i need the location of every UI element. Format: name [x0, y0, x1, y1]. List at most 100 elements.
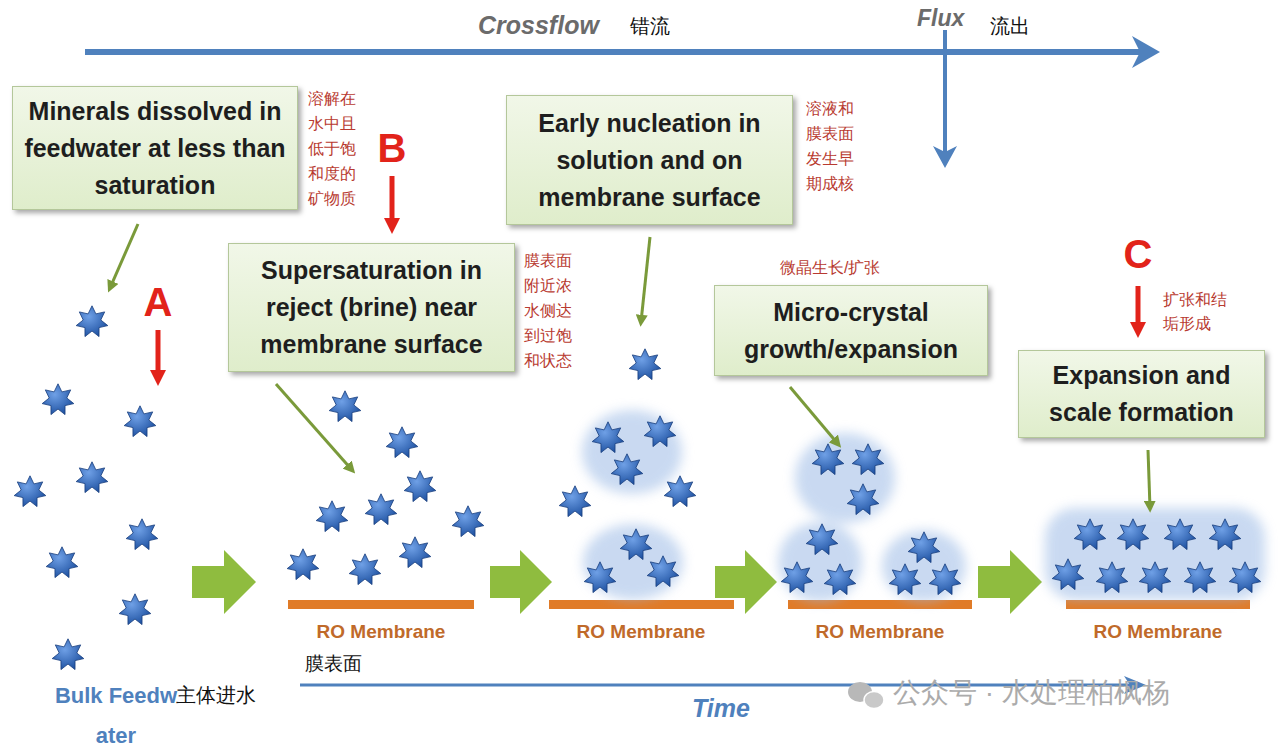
halo — [1045, 508, 1265, 600]
crystal-star — [42, 384, 74, 415]
crystal-star — [452, 506, 484, 537]
membrane-label-cn: 膜表面 — [305, 652, 385, 675]
callout-arrow — [156, 330, 161, 378]
callout-letter: C — [1116, 230, 1160, 278]
box-text: Micro-crystal growth/expansion — [725, 294, 977, 368]
feedwater-label-cn: 主体进水 — [176, 683, 276, 707]
box-text: Expansion and scale formation — [1029, 357, 1254, 431]
membrane-label: RO Membrane — [541, 620, 741, 643]
crystal-star — [781, 562, 813, 593]
box-text: Early nucleation in solution and on memb… — [517, 105, 782, 216]
halo — [582, 410, 682, 494]
crystal-halos — [582, 410, 1265, 602]
crystal-star — [847, 484, 879, 515]
crystal-star — [1184, 562, 1216, 593]
axis-label: Time — [692, 693, 772, 723]
crystal-star — [629, 349, 661, 380]
crystal-star — [399, 537, 431, 568]
crystal-star — [349, 554, 381, 585]
stage-arrow — [978, 550, 1042, 614]
crystal-star — [1229, 562, 1261, 593]
stage-arrow — [490, 550, 552, 614]
crystal-star — [1139, 562, 1171, 593]
process-box: Expansion and scale formation — [1018, 350, 1265, 438]
annotation-cn: 膜表面附近浓水侧达到过饱和状态 — [524, 248, 578, 373]
callout-arrow — [390, 176, 395, 226]
membrane-label: RO Membrane — [1058, 620, 1258, 643]
arrow-shaft — [943, 30, 947, 152]
arrow-head — [1132, 36, 1160, 68]
crystal-star — [889, 564, 921, 595]
crystal-star — [76, 306, 108, 337]
annotation-cn: 微晶生长/扩张 — [780, 258, 930, 277]
annotation-cn: 溶液和膜表面发生早期成核 — [806, 96, 860, 196]
process-box: Micro-crystal growth/expansion — [714, 285, 988, 376]
membranes — [288, 600, 1250, 609]
flow-label-cn: 流出 — [990, 14, 1050, 38]
leader-arrow — [641, 237, 650, 322]
flow-label-cn: 错流 — [630, 14, 690, 38]
crystal-star — [908, 532, 940, 563]
flow-label: Crossflow — [478, 10, 623, 40]
crystal-star — [14, 476, 46, 507]
crystal-star — [812, 444, 844, 475]
crystal-star — [1052, 559, 1084, 590]
box-text: Supersaturation in reject (brine) near m… — [239, 252, 504, 363]
ro-membrane — [549, 600, 734, 609]
box-text: Minerals dissolved in feedwater at less … — [23, 93, 287, 204]
halo — [583, 524, 683, 600]
crystal-star — [119, 594, 151, 625]
arrow-shaft — [85, 49, 1140, 55]
crystal-star — [76, 462, 108, 493]
crystal-star — [664, 476, 696, 507]
crystal-star — [592, 422, 624, 453]
process-box: Early nucleation in solution and on memb… — [506, 95, 793, 225]
crystal-star — [852, 444, 884, 475]
halo — [882, 530, 966, 602]
leader-arrow — [110, 224, 138, 288]
membrane-label: RO Membrane — [281, 620, 481, 643]
crystal-star — [365, 494, 397, 525]
membrane-label: RO Membrane — [780, 620, 980, 643]
leader-arrow — [790, 387, 838, 444]
annotation-cn: 扩张和结垢形成 — [1163, 288, 1233, 336]
crystal-star — [1117, 519, 1149, 550]
leader-arrow — [1148, 450, 1150, 508]
crystal-star — [404, 471, 436, 502]
crystal-star — [287, 549, 319, 580]
crystal-star — [1209, 519, 1241, 550]
crystal-star — [1074, 519, 1106, 550]
crystal-star — [559, 486, 591, 517]
ro-membrane — [288, 600, 474, 609]
crystal-star — [1096, 562, 1128, 593]
crystal-star — [647, 556, 679, 587]
leader-arrow — [276, 384, 352, 470]
crystal-star — [124, 406, 156, 437]
crystal-star — [46, 547, 78, 578]
crystal-star — [52, 639, 84, 670]
arrow-head — [933, 146, 957, 168]
crystal-star — [329, 391, 361, 422]
callout-letter: B — [370, 124, 414, 172]
feedwater-label: Bulk Feedwater — [50, 676, 182, 751]
crystal-star — [1164, 519, 1196, 550]
crystal-star — [611, 454, 643, 485]
leader-lines — [110, 224, 1150, 508]
callout-letter: A — [136, 278, 180, 326]
callout-arrow — [1136, 286, 1141, 330]
crystal-star — [806, 524, 838, 555]
process-box: Supersaturation in reject (brine) near m… — [228, 243, 515, 372]
annotation-cn: 溶解在水中且低于饱和度的矿物质 — [308, 86, 362, 211]
crossflow-arrow — [85, 36, 1160, 68]
chat-bubble — [864, 692, 884, 709]
watermark: 公众号 · 水处理柏枫杨 — [893, 676, 1273, 710]
process-box: Minerals dissolved in feedwater at less … — [12, 86, 298, 210]
crystal-star — [644, 416, 676, 447]
halo — [795, 433, 895, 523]
crystal-star — [620, 529, 652, 560]
flux-arrow — [933, 30, 957, 168]
crystal-star — [824, 564, 856, 595]
watermark-icon — [848, 682, 884, 709]
stage-arrow — [192, 550, 256, 614]
